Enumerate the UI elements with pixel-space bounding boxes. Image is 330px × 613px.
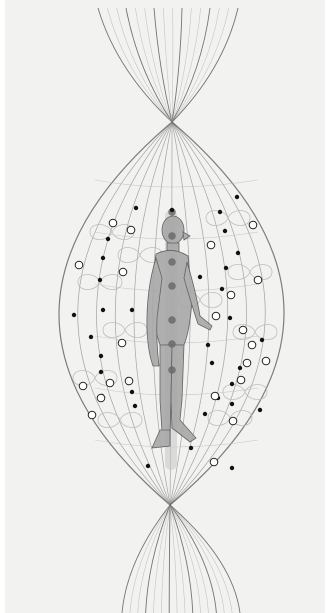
chakra-dot bbox=[168, 258, 176, 266]
black-dot bbox=[206, 343, 210, 347]
black-dot bbox=[146, 464, 150, 468]
chakra-dot bbox=[168, 366, 176, 374]
black-dot bbox=[101, 308, 105, 312]
black-dot bbox=[224, 266, 228, 270]
black-dot bbox=[258, 408, 262, 412]
white-dot bbox=[106, 379, 114, 387]
chakra-dot bbox=[168, 316, 176, 324]
white-dot bbox=[248, 341, 256, 349]
white-dot bbox=[243, 359, 251, 367]
black-dot bbox=[223, 229, 227, 233]
black-dot bbox=[130, 390, 134, 394]
right-frame-edge bbox=[325, 0, 330, 613]
white-dot bbox=[127, 226, 135, 234]
black-dot bbox=[189, 446, 193, 450]
white-dot bbox=[210, 458, 218, 466]
white-dot bbox=[229, 417, 237, 425]
black-dot bbox=[230, 402, 234, 406]
black-dot bbox=[101, 256, 105, 260]
white-dot bbox=[262, 357, 270, 365]
black-dot bbox=[99, 354, 103, 358]
white-dot bbox=[75, 261, 83, 269]
black-dot bbox=[228, 316, 232, 320]
white-dot bbox=[239, 326, 247, 334]
black-dot bbox=[203, 412, 207, 416]
white-dot bbox=[211, 392, 219, 400]
white-dot bbox=[109, 219, 117, 227]
white-dot bbox=[119, 268, 127, 276]
black-dot bbox=[98, 278, 102, 282]
chakra-dot bbox=[168, 232, 176, 240]
white-dot bbox=[118, 339, 126, 347]
black-dot bbox=[230, 382, 234, 386]
black-dot bbox=[238, 366, 242, 370]
black-dot bbox=[134, 206, 138, 210]
black-dot bbox=[72, 313, 76, 317]
white-dot bbox=[249, 221, 257, 229]
figure-left-leg bbox=[160, 345, 172, 432]
black-dot bbox=[198, 275, 202, 279]
chakra-dot bbox=[168, 282, 176, 290]
white-dot bbox=[79, 382, 87, 390]
black-dot bbox=[89, 335, 93, 339]
white-dot bbox=[125, 377, 133, 385]
black-dot bbox=[218, 210, 222, 214]
black-dot bbox=[260, 338, 264, 342]
chakra-dot bbox=[168, 340, 176, 348]
black-dot bbox=[133, 404, 137, 408]
white-dot bbox=[97, 394, 105, 402]
white-dot bbox=[237, 376, 245, 384]
white-dot bbox=[207, 241, 215, 249]
black-dot bbox=[236, 251, 240, 255]
black-dot bbox=[99, 370, 103, 374]
black-dot bbox=[210, 361, 214, 365]
figure-head bbox=[162, 216, 184, 244]
white-dot bbox=[254, 276, 262, 284]
black-dot bbox=[220, 287, 224, 291]
black-dot bbox=[130, 308, 134, 312]
black-dot bbox=[230, 466, 234, 470]
white-dot bbox=[88, 411, 96, 419]
white-dot bbox=[212, 312, 220, 320]
black-dot bbox=[170, 208, 174, 212]
black-dot bbox=[106, 237, 110, 241]
white-dot bbox=[227, 291, 235, 299]
black-dot bbox=[235, 195, 239, 199]
left-frame-edge bbox=[0, 0, 5, 613]
